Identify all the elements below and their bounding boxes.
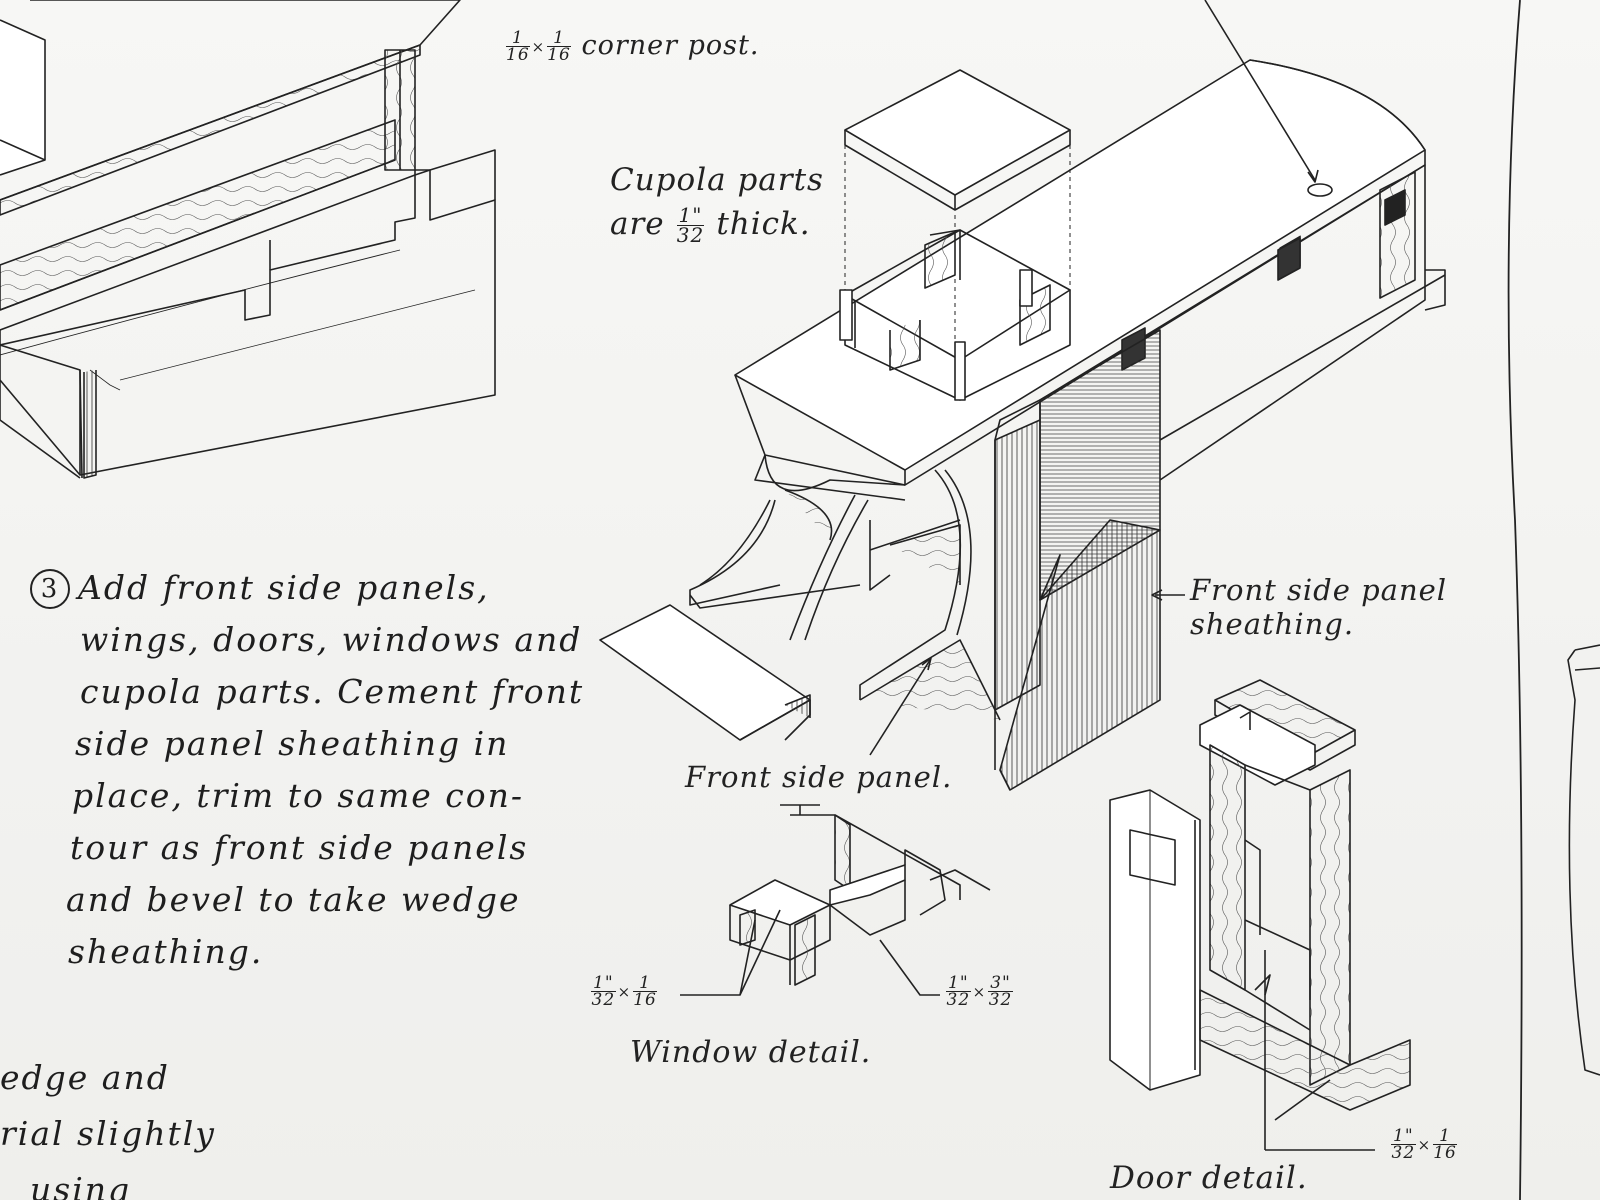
step-line-2: wings, doors, windows and bbox=[80, 620, 583, 659]
window-dim-right-label: 1"32×3"32 bbox=[946, 973, 1013, 1010]
window-detail-drawing bbox=[680, 804, 991, 996]
step-line-3: cupola parts. Cement front bbox=[80, 672, 585, 711]
next-step-fragment: edge and rial slightly using bbox=[0, 1050, 216, 1200]
front-side-panel-sheathing-label: Front side panel sheathing. bbox=[1190, 573, 1448, 641]
step-line-4: side panel sheathing in bbox=[75, 724, 510, 763]
step-line-5: place, trim to same con- bbox=[72, 776, 525, 815]
window-detail-label: Window detail. bbox=[630, 1035, 872, 1070]
door-detail-label: Door detail. bbox=[1110, 1160, 1308, 1196]
fragment-line-2: rial slightly bbox=[0, 1114, 216, 1153]
step-number-badge: 3 bbox=[30, 569, 70, 609]
left-car-body bbox=[0, 0, 496, 479]
cupola-label: Cupola parts are 1"32 thick. bbox=[610, 162, 824, 247]
front-side-panel-label: Front side panel. bbox=[685, 760, 953, 794]
step-line-8: sheathing. bbox=[68, 932, 264, 971]
door-detail-drawing bbox=[1109, 679, 1411, 1151]
main-caboose-body bbox=[599, 0, 1446, 791]
fragment-line-1: edge and bbox=[0, 1058, 170, 1097]
step-line-7: and bevel to take wedge bbox=[66, 880, 521, 919]
fragment-line-3: using bbox=[30, 1170, 132, 1200]
step-line-6: tour as front side panels bbox=[70, 828, 529, 867]
border-line bbox=[1507, 0, 1523, 1200]
